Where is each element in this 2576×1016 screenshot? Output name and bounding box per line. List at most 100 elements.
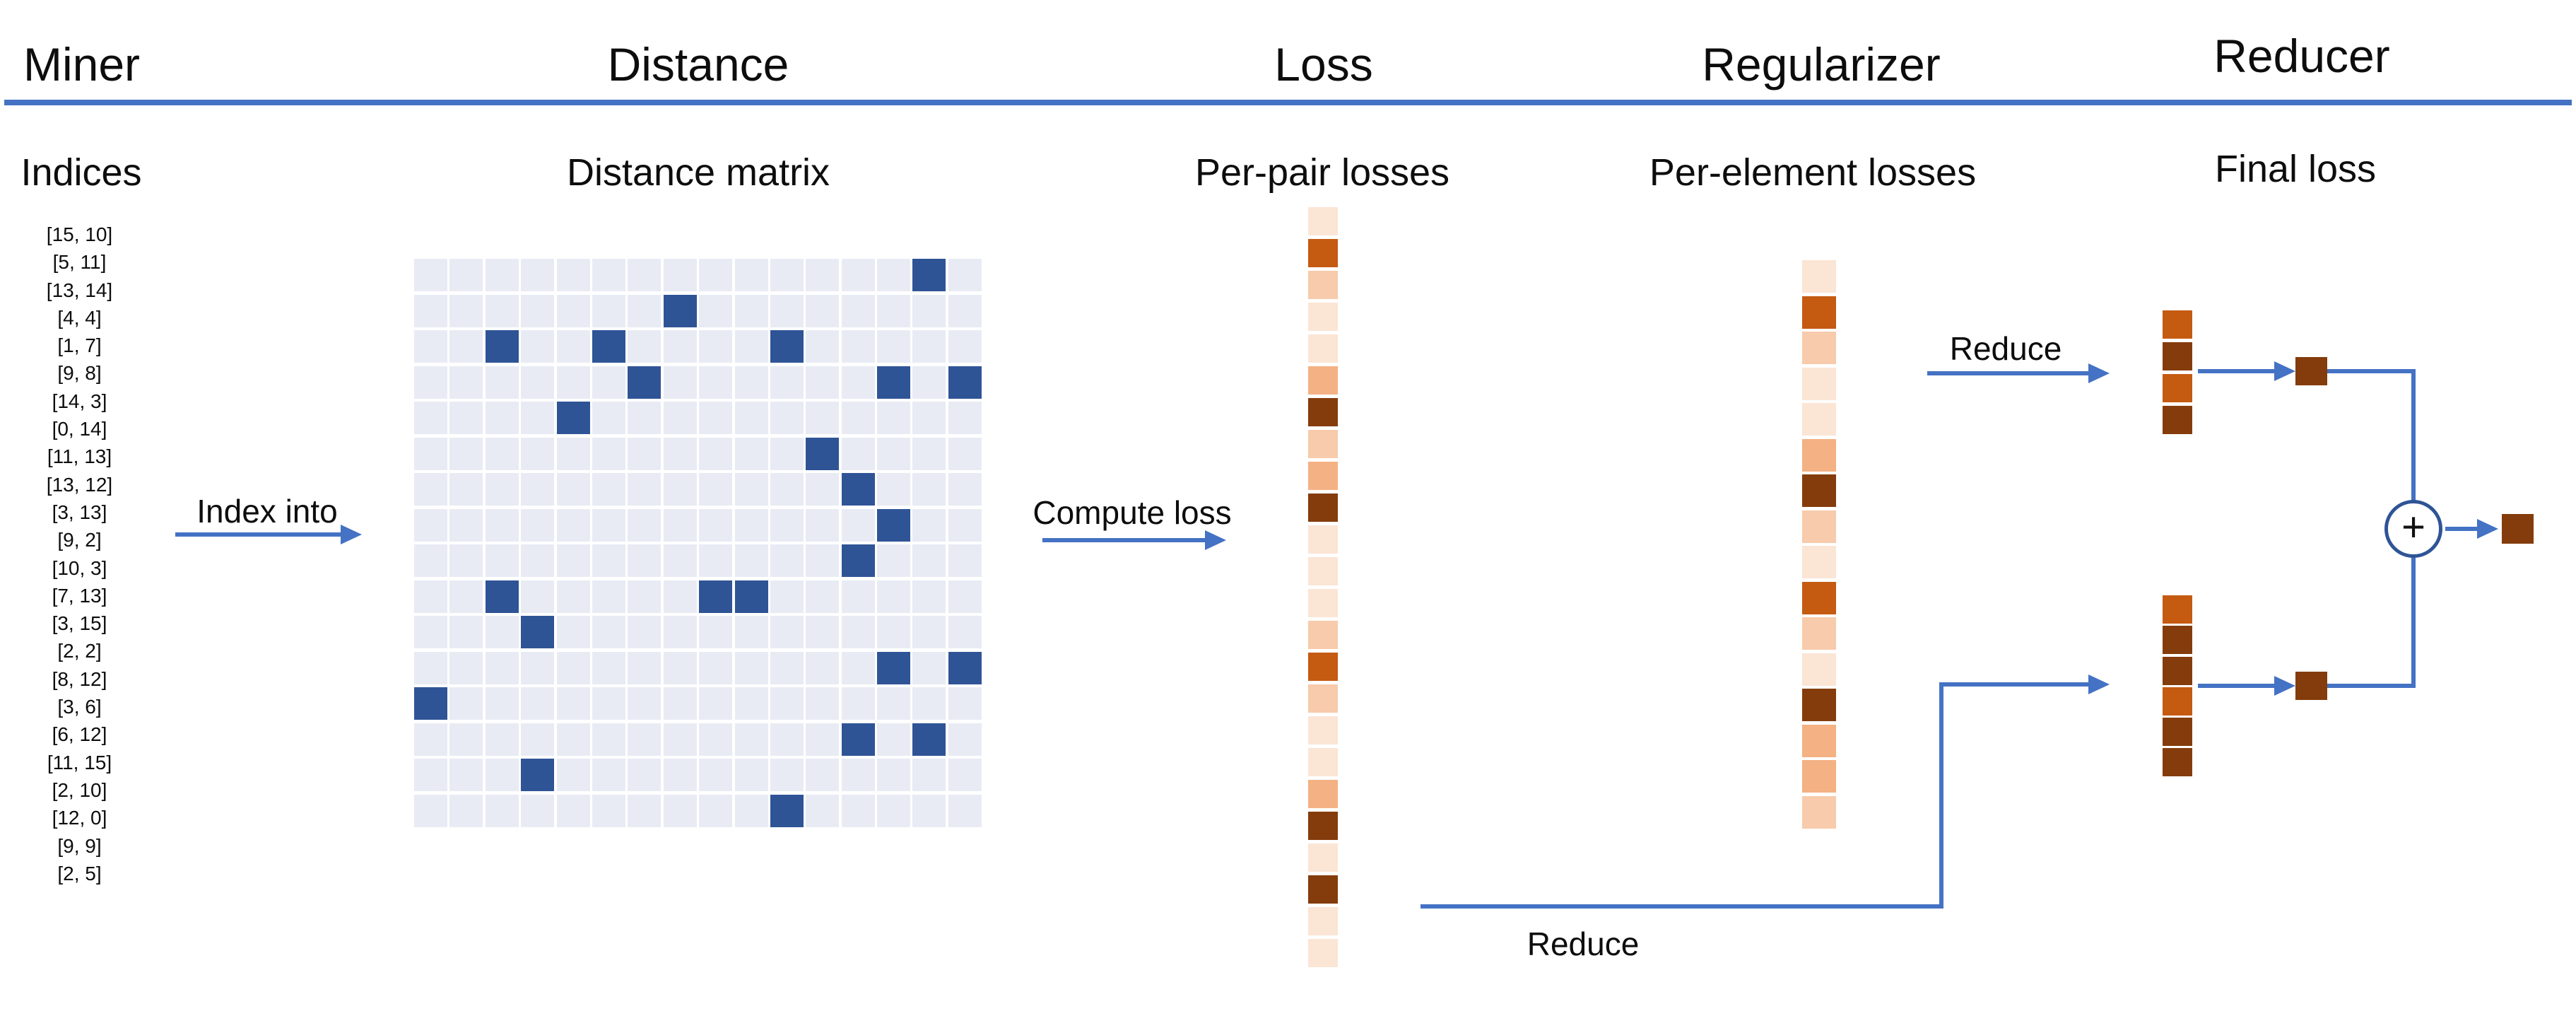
per-pair-loss-cell (1308, 812, 1338, 840)
matrix-cell (912, 330, 946, 363)
matrix-cell (877, 616, 911, 648)
matrix-cell (912, 473, 946, 506)
matrix-cell (556, 259, 590, 291)
bottom-single-arrowhead-icon (2274, 676, 2295, 696)
reduce-bottom-arrowhead-icon (2088, 675, 2110, 694)
matrix-cell (521, 723, 555, 756)
matrix-cell (663, 759, 697, 791)
matrix-cell-highlighted (414, 687, 447, 720)
matrix-cell (663, 402, 697, 434)
matrix-cell (948, 723, 982, 756)
index-pair: [2, 2] (57, 640, 102, 662)
matrix-cell (628, 580, 661, 613)
matrix-cell (414, 473, 447, 506)
per-pair-loss-cell (1308, 557, 1338, 585)
top-single-arrow-line (2198, 369, 2274, 373)
matrix-cell (449, 366, 483, 399)
matrix-cell-highlighted (770, 794, 804, 827)
index-pair: [11, 13] (47, 445, 112, 468)
reduced-top-loss-cell (2163, 374, 2192, 402)
matrix-cell (948, 437, 982, 470)
matrix-cell (734, 616, 768, 648)
index-pair: [2, 5] (57, 862, 102, 884)
index-pair: [5, 11] (52, 251, 107, 274)
reduce-bottom-connector-horizontal (1421, 904, 1943, 909)
reduced-bottom-loss-cell (2163, 718, 2192, 747)
final-loss-arrow-line (2445, 527, 2477, 531)
matrix-cell (449, 259, 483, 291)
matrix-cell (877, 402, 911, 434)
matrix-cell (841, 794, 875, 827)
matrix-cell (592, 544, 625, 577)
matrix-cell (663, 687, 697, 720)
matrix-cell (521, 402, 555, 434)
matrix-cell-highlighted (521, 616, 555, 648)
matrix-cell-highlighted (877, 508, 911, 542)
index-into-label: Index into (196, 493, 338, 530)
index-pair: [14, 3] (52, 390, 107, 412)
matrix-cell (628, 473, 661, 506)
matrix-cell (521, 259, 555, 291)
per-pair-loss-cell (1308, 780, 1338, 808)
matrix-cell (948, 687, 982, 720)
matrix-cell (770, 473, 804, 506)
matrix-cell (912, 544, 946, 577)
matrix-cell (770, 580, 804, 613)
index-pair: [10, 3] (52, 556, 107, 579)
matrix-cell (912, 366, 946, 399)
matrix-cell (485, 544, 519, 577)
matrix-cell (806, 544, 840, 577)
matrix-cell (592, 259, 625, 291)
matrix-cell (877, 687, 911, 720)
per-element-loss-cell (1802, 438, 1836, 472)
matrix-cell (770, 366, 804, 399)
matrix-cell (449, 330, 483, 363)
matrix-cell (841, 294, 875, 327)
matrix-cell (734, 366, 768, 399)
matrix-cell (663, 259, 697, 291)
matrix-cell (734, 687, 768, 720)
matrix-cell (912, 616, 946, 648)
per-element-loss-cell (1802, 724, 1836, 757)
matrix-cell (628, 259, 661, 291)
matrix-cell (770, 759, 804, 791)
final-loss-arrowhead-icon (2477, 519, 2498, 539)
matrix-cell (663, 330, 697, 363)
index-pair: [1, 7] (57, 334, 102, 357)
matrix-cell (948, 616, 982, 648)
matrix-cell (556, 651, 590, 684)
matrix-cell (734, 651, 768, 684)
matrix-cell-highlighted (841, 544, 875, 577)
matrix-cell (449, 580, 483, 613)
matrix-cell (449, 473, 483, 506)
matrix-cell (770, 687, 804, 720)
matrix-cell (770, 259, 804, 291)
per-element-loss-cell (1802, 474, 1836, 507)
matrix-cell (485, 651, 519, 684)
per-pair-loss-cell (1308, 398, 1338, 426)
matrix-cell (521, 437, 555, 470)
per-pair-loss-cell (1308, 303, 1338, 331)
per-pair-loss-cell (1308, 843, 1338, 872)
matrix-cell (699, 473, 733, 506)
matrix-cell (663, 794, 697, 827)
matrix-cell (770, 508, 804, 542)
matrix-cell (628, 687, 661, 720)
matrix-cell (592, 508, 625, 542)
reduce-top-arrow-line (1927, 371, 2088, 375)
matrix-cell (449, 651, 483, 684)
reduced-top-loss-cell (2163, 342, 2192, 370)
matrix-cell (948, 544, 982, 577)
per-pair-loss-cell (1308, 716, 1338, 745)
matrix-cell (485, 508, 519, 542)
matrix-cell (592, 294, 625, 327)
matrix-cell (556, 294, 590, 327)
index-pair: [6, 12] (52, 723, 107, 746)
matrix-cell (699, 616, 733, 648)
matrix-cell (414, 366, 447, 399)
matrix-cell (485, 616, 519, 648)
matrix-cell (841, 759, 875, 791)
matrix-cell (948, 473, 982, 506)
matrix-cell (699, 437, 733, 470)
matrix-cell (485, 794, 519, 827)
